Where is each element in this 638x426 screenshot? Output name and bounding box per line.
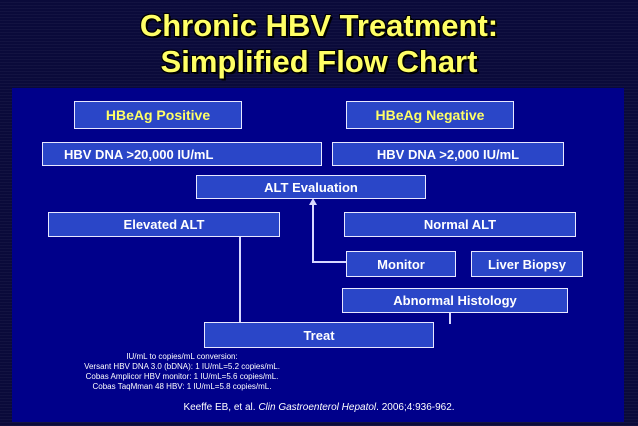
citation-authors: Keeffe EB, et al. [183, 402, 259, 413]
liver-biopsy-box: Liver Biopsy [471, 251, 583, 277]
hbeag-negative-box: HBeAg Negative [346, 101, 514, 129]
alt-evaluation-box: ALT Evaluation [196, 175, 426, 199]
citation-details: . 2006;4:936-962. [376, 402, 455, 413]
conversion-note-line4: Cobas TaqMman 48 HBV: 1 IU/mL=5.8 copies… [92, 382, 272, 391]
connector-left-vertical [239, 232, 241, 324]
connector-monitor-feedback-vertical [312, 204, 314, 262]
elevated-alt-label: Elevated ALT [123, 217, 205, 232]
connector-abnormal-to-treat [449, 312, 451, 324]
citation-journal: Clin Gastroenterol Hepatol [258, 402, 377, 413]
alt-evaluation-label: ALT Evaluation [264, 179, 358, 195]
dna-positive-box: HBV DNA >20,000 IU/mL [42, 142, 322, 166]
treat-box: Treat [204, 322, 434, 348]
connector-monitor-feedback-horizontal [312, 261, 346, 263]
feedback-arrowhead [309, 198, 317, 205]
dna-positive-label: HBV DNA >20,000 IU/mL [64, 146, 214, 162]
page-title-line1: Chronic HBV Treatment: [139, 8, 499, 43]
abnormal-histology-box: Abnormal Histology [342, 288, 568, 313]
hbeag-positive-label: HBeAg Positive [105, 107, 211, 123]
normal-alt-label: Normal ALT [423, 217, 497, 232]
monitor-box: Monitor [346, 251, 456, 277]
conversion-note-line3: Cobas Amplicor HBV monitor: 1 IU/mL=5.6 … [85, 372, 279, 381]
page-title-line2: Simplified Flow Chart [160, 44, 478, 79]
elevated-alt-box: Elevated ALT [48, 212, 280, 237]
monitor-label: Monitor [377, 256, 425, 272]
treat-label: Treat [303, 327, 335, 343]
normal-alt-box: Normal ALT [344, 212, 576, 237]
hbeag-negative-label: HBeAg Negative [375, 107, 485, 123]
conversion-note: IU/mL to copies/mL conversion: Versant H… [84, 352, 280, 392]
conversion-note-line2: Versant HBV DNA 3.0 (bDNA): 1 IU/mL=5.2 … [84, 362, 280, 371]
dna-negative-box: HBV DNA >2,000 IU/mL [332, 142, 564, 166]
dna-negative-label: HBV DNA >2,000 IU/mL [376, 146, 520, 162]
citation: Keeffe EB, et al. Clin Gastroenterol Hep… [0, 402, 638, 413]
abnormal-histology-label: Abnormal Histology [393, 293, 517, 308]
liver-biopsy-label: Liver Biopsy [487, 256, 567, 272]
conversion-note-line1: IU/mL to copies/mL conversion: [126, 352, 238, 361]
hbeag-positive-box: HBeAg Positive [74, 101, 242, 129]
